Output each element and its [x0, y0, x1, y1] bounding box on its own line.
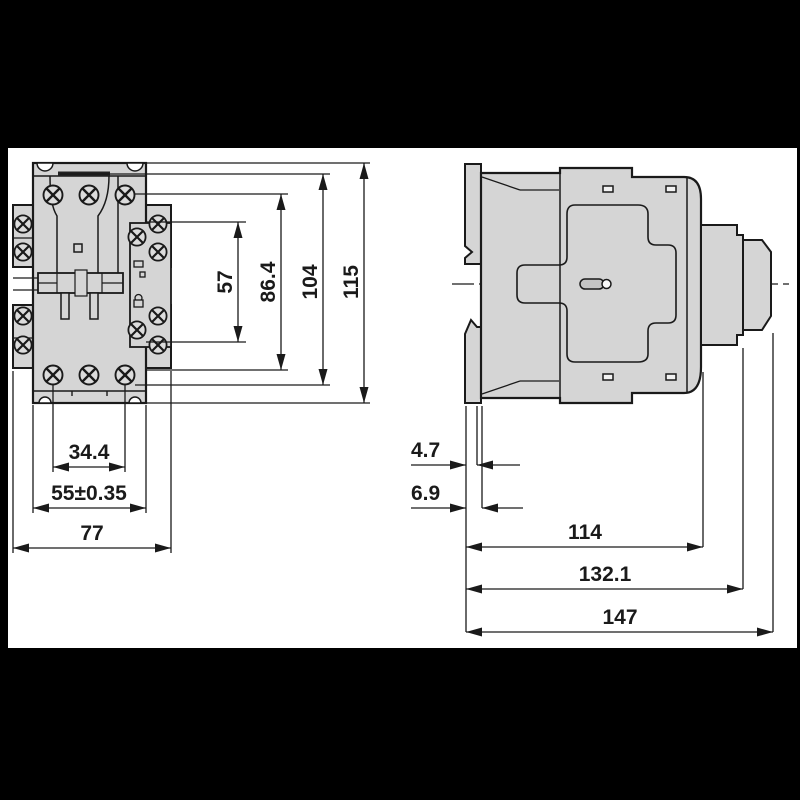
- side-view-dimensions: 4.7 6.9 114 132.1 147: [411, 333, 774, 637]
- arrow-down-icon: [359, 387, 369, 403]
- vent-slot-icon: [665, 373, 677, 381]
- dim-77: 77: [13, 522, 171, 553]
- dim-label-57: 57: [214, 270, 237, 293]
- vent-slot-icon: [602, 373, 614, 381]
- dim-label-147: 147: [602, 606, 637, 629]
- arrow-up-icon: [276, 194, 286, 210]
- side-view: [452, 163, 790, 405]
- cross-panel-outline: [516, 204, 677, 363]
- dim-4-7: 4.7: [411, 439, 520, 470]
- vent-slot-icon: [602, 185, 614, 193]
- dim-147: 147: [466, 606, 773, 637]
- arrow-left-icon: [53, 462, 69, 472]
- arrow-right-icon: [687, 542, 703, 552]
- mounting-notch-icon: [128, 396, 142, 404]
- arrow-left-icon: [477, 460, 493, 470]
- arrow-left-icon: [466, 584, 482, 594]
- dim-114: 114: [466, 521, 703, 552]
- dim-34-4: 34.4: [53, 441, 125, 472]
- arrow-down-icon: [276, 354, 286, 370]
- dim-132-1: 132.1: [466, 563, 743, 594]
- dim-86-4: 86.4: [257, 194, 286, 370]
- arrow-left-icon: [33, 503, 49, 513]
- coil-terminal-block: [700, 224, 744, 346]
- dim-115: 115: [340, 163, 369, 403]
- arrow-left-icon: [466, 627, 482, 637]
- dim-57: 57: [214, 222, 243, 342]
- arrow-right-icon: [109, 462, 125, 472]
- arrow-up-icon: [359, 163, 369, 179]
- dim-label-34-4: 34.4: [69, 441, 110, 464]
- dim-label-132-1: 132.1: [579, 563, 632, 586]
- dim-label-6-9: 6.9: [411, 482, 440, 505]
- arrow-right-icon: [130, 503, 146, 513]
- arrow-up-icon: [318, 174, 328, 190]
- arrow-right-icon: [155, 543, 171, 553]
- arrow-right-icon: [727, 584, 743, 594]
- padlock-icon: [133, 299, 144, 308]
- arrow-down-icon: [233, 326, 243, 342]
- dim-55: 55±0.35: [33, 482, 146, 513]
- dim-label-77: 77: [80, 522, 103, 545]
- arrow-right-icon: [450, 503, 466, 513]
- vent-slot-icon: [665, 185, 677, 193]
- arrow-left-icon: [13, 543, 29, 553]
- front-cap: [742, 239, 772, 331]
- din-rail-clip-lower: [464, 318, 482, 404]
- arrow-right-icon: [757, 627, 773, 637]
- indicator-slot: [579, 278, 605, 290]
- arrow-down-icon: [318, 369, 328, 385]
- dim-6-9: 6.9: [411, 482, 523, 513]
- indicator-pin: [601, 278, 612, 290]
- mounting-notch-icon: [126, 162, 144, 172]
- arrow-left-icon: [466, 542, 482, 552]
- dim-label-104: 104: [299, 264, 322, 299]
- mounting-notch-icon: [38, 396, 52, 404]
- din-rail-clip-upper: [464, 163, 482, 265]
- dim-label-115: 115: [340, 265, 363, 299]
- dim-label-55: 55±0.35: [51, 482, 127, 505]
- dim-label-4-7: 4.7: [411, 439, 440, 462]
- front-view: [12, 161, 172, 405]
- mounting-notch-icon: [36, 162, 54, 172]
- front-view-dimensions: 57 86.4 104 115: [12, 162, 370, 553]
- arrow-up-icon: [233, 222, 243, 238]
- arrow-right-icon: [450, 460, 466, 470]
- dim-104: 104: [299, 174, 328, 385]
- dim-label-86-4: 86.4: [257, 261, 280, 302]
- arrow-left-icon: [482, 503, 498, 513]
- dim-label-114: 114: [568, 521, 602, 544]
